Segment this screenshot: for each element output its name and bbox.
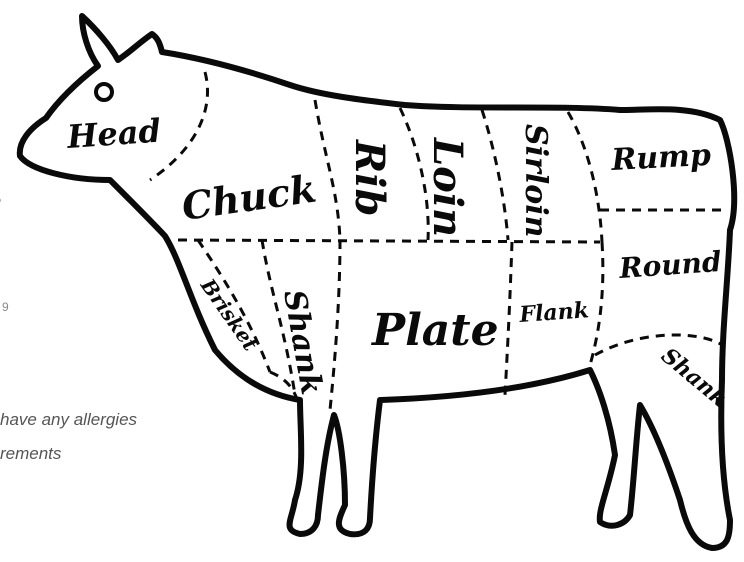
label-loin: Loin — [424, 137, 471, 237]
label-head: Head — [65, 112, 162, 157]
label-rump: Rump — [610, 138, 712, 178]
label-rib: Rib — [346, 139, 393, 216]
label-plate: Plate — [370, 305, 499, 356]
label-sirloin: Sirloin — [518, 124, 553, 237]
label-flank: Flank — [518, 297, 590, 328]
cow-eye — [96, 84, 112, 100]
